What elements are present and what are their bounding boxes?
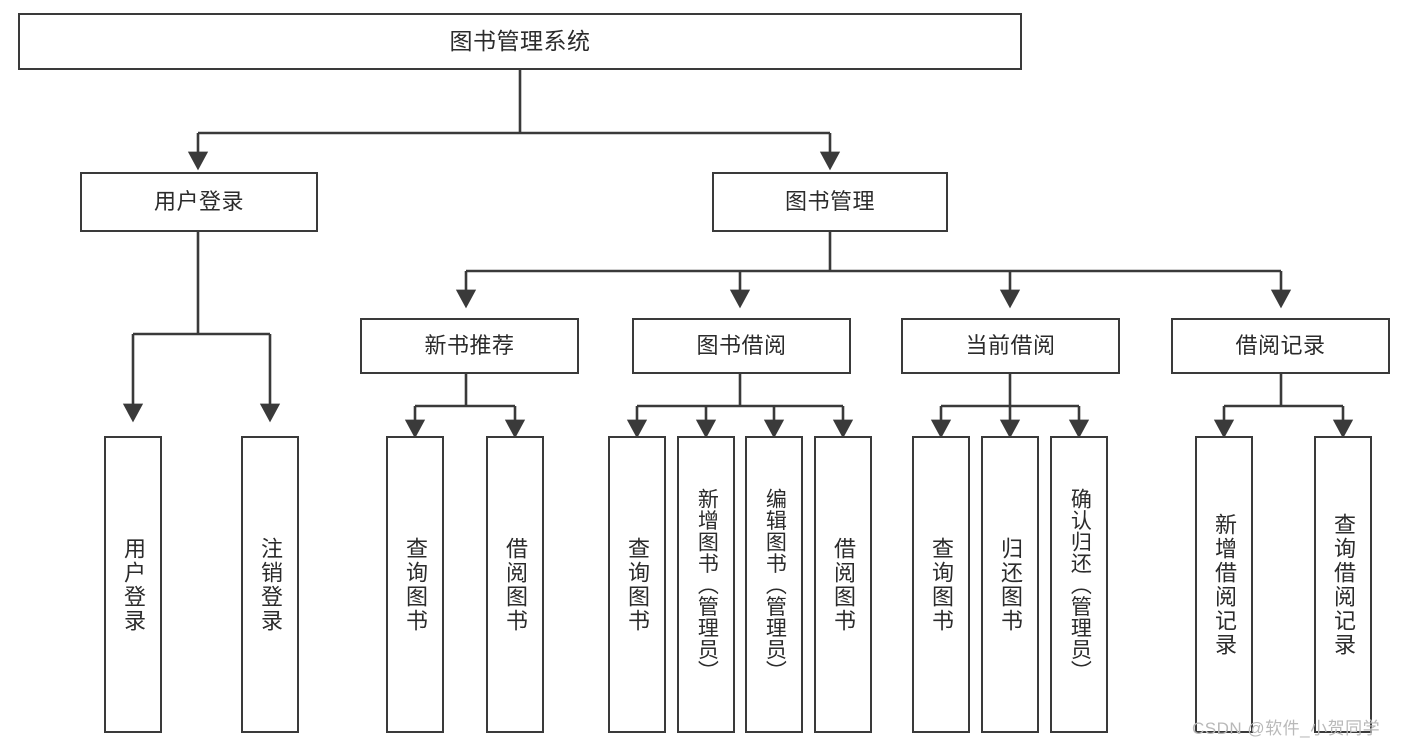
leaf-current-confirm-return-admin[interactable]: 确认归还（管理员）	[1050, 436, 1108, 733]
node-label: 查询借阅记录	[1330, 512, 1356, 657]
node-label: 新增图书（管理员）	[695, 487, 719, 682]
node-borrow-record[interactable]: 借阅记录	[1171, 318, 1390, 374]
leaf-borrow-query-book[interactable]: 查询图书	[608, 436, 666, 733]
node-label: 查询图书	[402, 536, 428, 633]
node-label: 图书借阅	[696, 333, 787, 359]
node-current-borrow[interactable]: 当前借阅	[901, 318, 1120, 374]
node-label: 查询图书	[624, 536, 650, 633]
node-label: 当前借阅	[965, 333, 1056, 359]
node-book-management[interactable]: 图书管理	[712, 172, 948, 232]
node-new-book-recommend[interactable]: 新书推荐	[360, 318, 579, 374]
node-root-book-management-system[interactable]: 图书管理系统	[18, 13, 1022, 70]
csdn-watermark: CSDN @软件_小贺同学	[1192, 719, 1381, 738]
leaf-borrow-add-book-admin[interactable]: 新增图书（管理员）	[677, 436, 735, 733]
leaf-user-login-signin[interactable]: 用户登录	[104, 436, 162, 733]
node-label: 查询图书	[928, 536, 954, 633]
leaf-current-query-book[interactable]: 查询图书	[912, 436, 970, 733]
node-label: 借阅图书	[502, 536, 528, 633]
node-label: 图书管理系统	[449, 28, 591, 55]
leaf-borrow-borrow-book[interactable]: 借阅图书	[814, 436, 872, 733]
node-label: 注销登录	[257, 536, 283, 633]
node-user-login[interactable]: 用户登录	[80, 172, 318, 232]
node-label: 归还图书	[997, 536, 1023, 633]
leaf-record-query-borrow-record[interactable]: 查询借阅记录	[1314, 436, 1372, 733]
leaf-borrow-edit-book-admin[interactable]: 编辑图书（管理员）	[745, 436, 803, 733]
node-label: 编辑图书（管理员）	[763, 487, 787, 682]
node-label: 新书推荐	[424, 333, 515, 359]
leaf-recommend-query-book[interactable]: 查询图书	[386, 436, 444, 733]
node-label: 用户登录	[153, 189, 244, 215]
leaf-record-add-borrow-record[interactable]: 新增借阅记录	[1195, 436, 1253, 733]
leaf-current-return-book[interactable]: 归还图书	[981, 436, 1039, 733]
node-label: 确认归还（管理员）	[1068, 487, 1092, 682]
node-label: 新增借阅记录	[1211, 512, 1237, 657]
leaf-user-login-signout[interactable]: 注销登录	[241, 436, 299, 733]
node-label: 用户登录	[120, 536, 146, 633]
node-label: 借阅图书	[830, 536, 856, 633]
node-label: 图书管理	[784, 189, 875, 215]
node-label: 借阅记录	[1235, 333, 1326, 359]
leaf-recommend-borrow-book[interactable]: 借阅图书	[486, 436, 544, 733]
node-book-borrow[interactable]: 图书借阅	[632, 318, 851, 374]
